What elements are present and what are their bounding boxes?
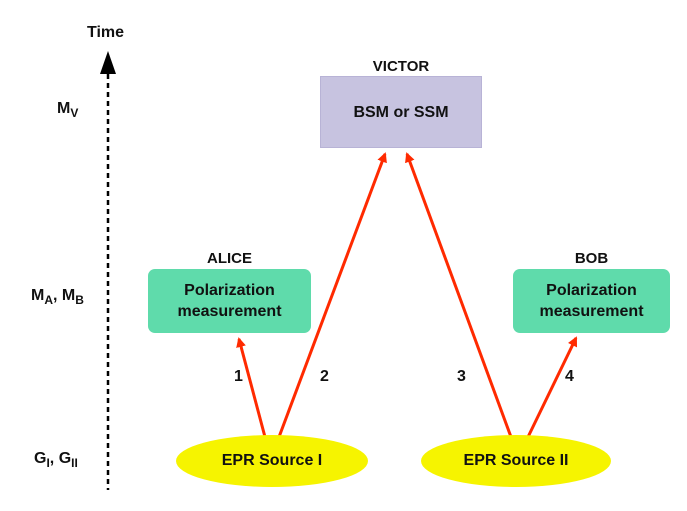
bob-box-line1: Polarization — [546, 282, 637, 299]
arrow-2 — [277, 152, 387, 438]
tick-mv-sub: V — [70, 106, 79, 120]
tick-label-g: GI, GII — [34, 450, 78, 470]
tick-mb-sub: B — [75, 293, 84, 307]
victor-box: BSM or SSM — [320, 76, 482, 148]
arrow-2-label: 2 — [320, 368, 329, 385]
epr-source-1-label: EPR Source I — [221, 452, 323, 469]
tick-g-sep: , — [49, 450, 59, 467]
alice-box-line1: Polarization — [184, 282, 275, 299]
tick-gii-sub: II — [71, 456, 78, 470]
alice-label: ALICE — [207, 250, 252, 267]
arrow-4 — [526, 336, 578, 438]
tick-mv-base: M — [57, 100, 71, 117]
tick-gii-base: G — [58, 450, 72, 467]
arrow-3-label: 3 — [457, 368, 466, 385]
victor-label: VICTOR — [372, 58, 430, 75]
epr-source-2-label: EPR Source II — [463, 452, 569, 469]
tick-gi-sub: I — [46, 456, 50, 470]
bob-label: BOB — [574, 250, 609, 267]
tick-mab-sep: , — [53, 287, 62, 304]
epr-source-1: EPR Source I — [176, 435, 368, 487]
arrow-3 — [405, 152, 513, 438]
epr-source-2: EPR Source II — [421, 435, 611, 487]
tick-gi-base: G — [34, 450, 47, 467]
bob-box-line2: measurement — [539, 303, 644, 320]
tick-label-ma-mb: MA, MB — [31, 287, 84, 307]
bob-measurement-box: Polarization measurement — [513, 269, 670, 333]
tick-label-mv: MV — [57, 100, 78, 120]
tick-ma-base: M — [31, 287, 45, 304]
tick-ma-sub: A — [44, 293, 53, 307]
time-axis-arrowhead — [100, 51, 116, 74]
alice-measurement-box: Polarization measurement — [148, 269, 311, 333]
alice-box-line2: measurement — [177, 303, 282, 320]
arrow-1 — [236, 337, 267, 438]
arrow-4-label: 4 — [565, 368, 574, 385]
time-axis-label: Time — [87, 24, 125, 41]
arrow-1-label: 1 — [234, 368, 243, 385]
tick-mb-base: M — [61, 287, 76, 304]
victor-box-text: BSM or SSM — [353, 103, 449, 121]
